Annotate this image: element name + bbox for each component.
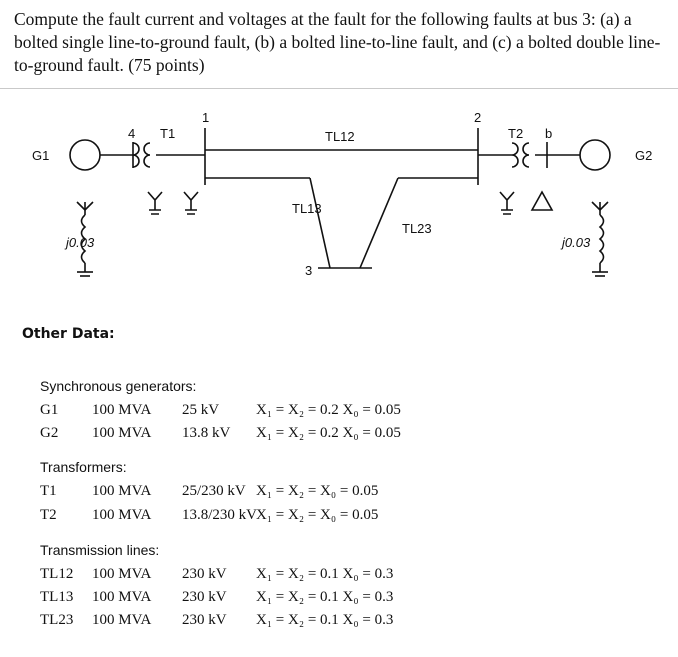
label-bus-b: b	[545, 126, 552, 141]
divider	[0, 88, 678, 89]
t1-wye-grounded-icon	[147, 191, 163, 215]
t2-delta-icon	[530, 190, 554, 211]
problem-statement: Compute the fault current and voltages a…	[14, 9, 661, 75]
label-bus-2: 2	[474, 110, 481, 125]
label-bus-3: 3	[305, 263, 312, 278]
generators-heading: Synchronous generators:	[40, 378, 197, 394]
label-bus-4: 4	[128, 126, 135, 141]
transformer-t2-icon	[511, 142, 530, 168]
lines-heading: Transmission lines:	[40, 542, 160, 558]
label-bus-1: 1	[202, 110, 209, 125]
one-line-diagram: G1 4 T1 1 TL12 TL13 TL23 3 2 T2 b G2 j0.…	[32, 110, 652, 278]
label-t2: T2	[508, 126, 523, 141]
label-g2: G2	[635, 148, 652, 163]
transformers-heading: Transformers:	[40, 459, 127, 475]
transformer-t1-icon	[132, 142, 151, 168]
other-data-heading: Other Data:	[22, 326, 115, 342]
label-tl23: TL23	[402, 221, 432, 236]
label-z-left: j0.03	[64, 235, 95, 250]
label-tl13: TL13	[292, 201, 322, 216]
label-g1: G1	[32, 148, 49, 163]
t2-wye-grounded-icon	[499, 191, 515, 215]
label-tl12: TL12	[325, 129, 355, 144]
generator-g2-icon	[579, 139, 611, 171]
label-z-right: j0.03	[560, 235, 591, 250]
label-t1: T1	[160, 126, 175, 141]
generator-g1-icon	[69, 139, 101, 171]
